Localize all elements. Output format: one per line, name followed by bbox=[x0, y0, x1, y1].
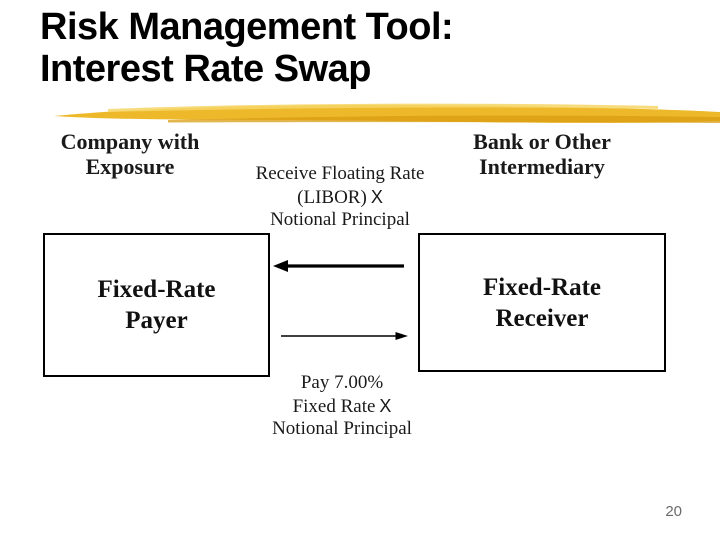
company-party-label: Company with Exposure bbox=[30, 129, 230, 179]
receiver-box-line2: Receiver bbox=[495, 304, 589, 332]
bank-party-label: Bank or Other Intermediary bbox=[442, 129, 642, 179]
fixed-rate-payer-box: Fixed-Rate Payer bbox=[43, 233, 270, 377]
fixed-rate-receiver-box: Fixed-Rate Receiver bbox=[418, 233, 666, 372]
payer-box-line2: Payer bbox=[125, 307, 188, 334]
multiply-x-glyph: X bbox=[379, 395, 392, 416]
bank-label-line1: Bank or Other bbox=[473, 129, 611, 154]
receive-flow-label: Receive Floating Rate (LIBOR)X Notional … bbox=[238, 163, 442, 232]
receive-flow-line2: (LIBOR)X bbox=[297, 186, 383, 208]
arrow-left-icon bbox=[273, 260, 404, 272]
company-label-line1: Company with bbox=[60, 129, 200, 154]
bank-label-line2: Intermediary bbox=[479, 154, 605, 179]
receive-flow-line1: Receive Floating Rate bbox=[255, 163, 425, 184]
payer-box-line1: Fixed-Rate bbox=[97, 276, 216, 303]
page-number: 20 bbox=[665, 503, 682, 520]
slide-title-line2: Interest Rate Swap bbox=[40, 48, 372, 90]
pay-flow-line3: Notional Principal bbox=[272, 418, 412, 439]
pay-flow-line1: Pay 7.00% bbox=[300, 372, 384, 393]
receiver-box-line1: Fixed-Rate bbox=[482, 273, 602, 301]
highlight-swoosh-icon bbox=[54, 103, 720, 123]
slide-title-line1: Risk Management Tool: bbox=[40, 6, 454, 48]
swap-arrows bbox=[273, 260, 408, 340]
multiply-x-glyph: X bbox=[370, 186, 383, 207]
slide-title: Risk Management Tool: Interest Rate Swap bbox=[40, 6, 680, 90]
arrow-right-icon bbox=[281, 332, 408, 340]
receive-flow-line3: Notional Principal bbox=[270, 209, 410, 230]
company-label-line2: Exposure bbox=[85, 154, 175, 179]
